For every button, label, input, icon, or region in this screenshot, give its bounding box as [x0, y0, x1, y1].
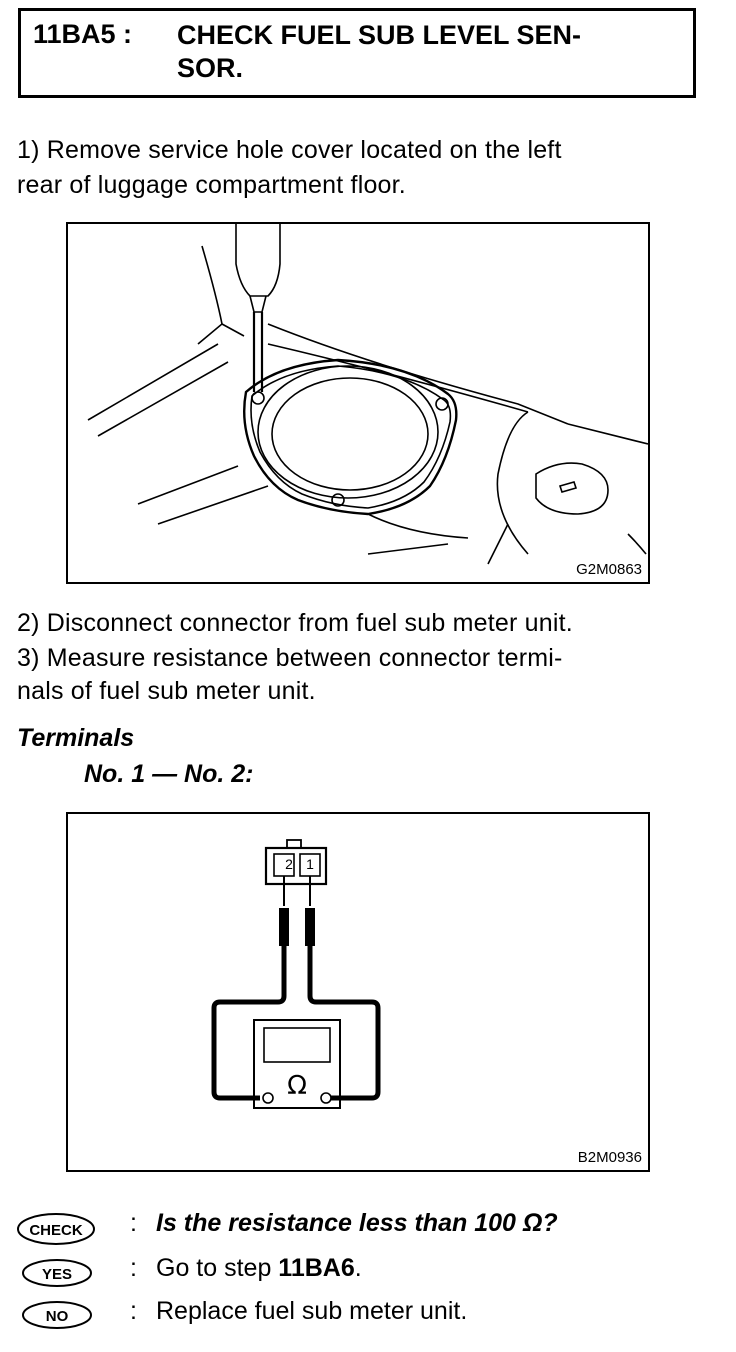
- ohm-symbol: Ω: [287, 1071, 307, 1101]
- yes-text-suffix: .: [354, 1254, 362, 1282]
- step-code: 11BA5 :: [33, 19, 133, 49]
- step3-line2: nals of fuel sub meter unit.: [17, 677, 316, 705]
- no-badge-icon: NO: [22, 1301, 92, 1329]
- figure-ohmmeter-connection: 2 1 Ω B2M0936: [66, 812, 650, 1172]
- service-hole-illustration: [87, 224, 648, 565]
- no-label: NO: [46, 1308, 69, 1325]
- figure2-code: B2M0936: [577, 1149, 642, 1166]
- yes-text-prefix: Go to step: [156, 1254, 279, 1282]
- figure1-code: G2M0863: [576, 561, 642, 578]
- figure-service-hole-cover: G2M0863: [66, 222, 650, 584]
- check-label: CHECK: [29, 1222, 83, 1239]
- terminals-heading: Terminals: [17, 724, 135, 752]
- step-title-box: 11BA5 : CHECK FUEL SUB LEVEL SEN- SOR.: [18, 8, 696, 98]
- step1-line1: 1) Remove service hole cover located on …: [17, 136, 562, 164]
- no-colon: :: [130, 1297, 137, 1325]
- step-title-line1: CHECK FUEL SUB LEVEL SEN-: [177, 20, 582, 50]
- ohmmeter-wiring-diagram: 2 1 Ω: [211, 839, 381, 1109]
- check-colon: :: [130, 1209, 137, 1237]
- step1-line2: rear of luggage compartment floor.: [17, 171, 406, 199]
- yes-step-link: 11BA6: [278, 1254, 355, 1282]
- check-badge-icon: CHECK: [17, 1213, 95, 1245]
- yes-answer: Go to step 11BA6.: [156, 1254, 362, 1283]
- terminals-pair: No. 1 — No. 2:: [84, 760, 254, 788]
- no-answer: Replace fuel sub meter unit.: [156, 1297, 468, 1325]
- yes-colon: :: [130, 1254, 137, 1282]
- yes-label: YES: [42, 1266, 72, 1283]
- pin2-label: 2: [285, 856, 293, 872]
- probe-left: [279, 908, 289, 946]
- pin1-label: 1: [306, 856, 314, 872]
- probe-right: [305, 908, 315, 946]
- step3-line1: 3) Measure resistance between connector …: [17, 644, 563, 672]
- step2-line: 2) Disconnect connector from fuel sub me…: [17, 609, 573, 637]
- yes-badge-icon: YES: [22, 1259, 92, 1287]
- check-question: Is the resistance less than 100 Ω?: [156, 1209, 558, 1237]
- step-title: CHECK FUEL SUB LEVEL SEN- SOR.: [177, 19, 677, 85]
- step-title-line2: SOR.: [177, 53, 244, 83]
